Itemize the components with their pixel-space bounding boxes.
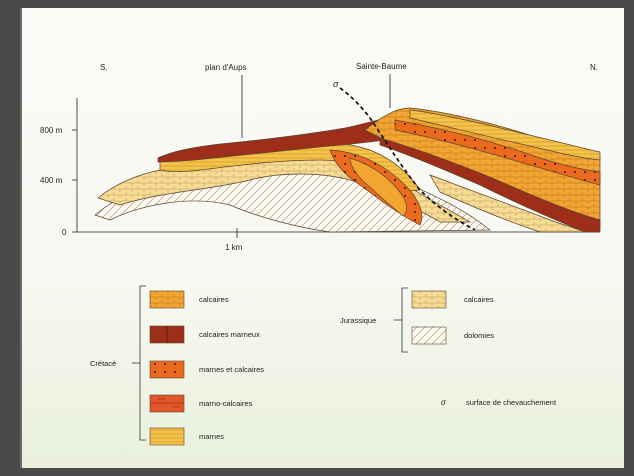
legend-jurassique: Jurassique calcaires dolomies <box>340 288 494 352</box>
legend-label-jurassique-calcaires: calcaires <box>464 295 494 304</box>
swatch-marnes <box>150 428 184 445</box>
legend-jurassique-title: Jurassique <box>340 316 376 325</box>
cross-section <box>95 108 600 232</box>
legend-label-calcaires-marneux: calcaires marneux <box>199 330 260 339</box>
swatch-calcaires <box>150 291 184 308</box>
label-sainte-baume: Sainte-Baume <box>356 62 407 71</box>
label-plan-aups: plan d'Aups <box>205 63 247 72</box>
legend-label-marno-calcaires: marno-calcaires <box>199 399 253 408</box>
swatch-jurassique-calcaires <box>412 291 446 308</box>
legend-label-calcaires: calcaires <box>199 295 229 304</box>
tick-0: 0 <box>62 228 67 237</box>
tick-800m: 800 m <box>40 126 63 135</box>
swatch-marnes-et-calcaires <box>150 361 184 378</box>
scale-label: 1 km <box>225 243 243 252</box>
label-north: N. <box>590 63 598 72</box>
legend-thrust-symbol: σ <box>441 398 447 407</box>
legend-label-marnes: marnes <box>199 432 224 441</box>
thrust-sigma-label: σ <box>333 79 339 89</box>
swatch-marno-calcaires <box>150 395 184 412</box>
legend-thrust-label: surface de chevauchement <box>466 398 557 407</box>
legend-cretace-title: Crétacé <box>90 359 116 368</box>
legend-label-marnes-et-calcaires: marnes et calcaires <box>199 365 264 374</box>
label-south: S. <box>100 63 108 72</box>
legend-label-dolomies: dolomies <box>464 331 494 340</box>
legend-cretace: Crétacé calcaires calcaires marneux marn… <box>90 286 264 445</box>
tick-400m: 400 m <box>40 176 63 185</box>
swatch-dolomies <box>412 327 446 344</box>
